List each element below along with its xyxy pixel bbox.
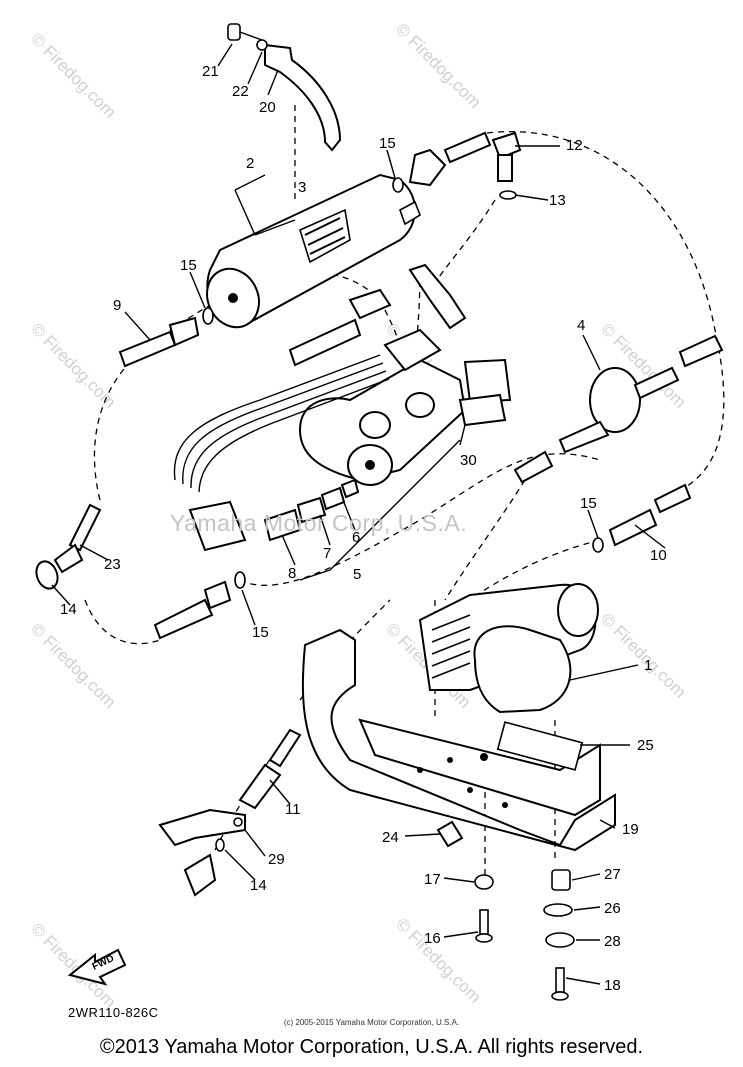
front-arrow-icon: FWD (67, 948, 127, 986)
fitting-23-14 (35, 503, 246, 640)
callout-15-left: 15 (180, 257, 197, 274)
callout-15-top: 15 (379, 135, 396, 152)
callout-2: 2 (246, 155, 254, 172)
callout-19: 19 (622, 821, 639, 838)
callout-labels: 21 22 20 15 12 13 2 3 15 9 4 30 15 10 23… (60, 63, 667, 994)
callout-13: 13 (549, 192, 566, 209)
callout-25: 25 (637, 737, 654, 754)
callout-14-bottom: 14 (250, 877, 267, 894)
callout-20: 20 (259, 99, 276, 116)
callout-11: 11 (285, 801, 301, 818)
fitting-10 (592, 483, 692, 553)
callout-18: 18 (604, 977, 621, 994)
callout-12: 12 (566, 137, 583, 154)
callout-5: 5 (353, 566, 361, 583)
callout-4: 4 (577, 317, 585, 334)
callout-3: 3 (298, 179, 306, 196)
base-bracket-19 (301, 628, 616, 852)
fuel-filter-4 (513, 334, 724, 484)
callout-1: 1 (644, 657, 652, 674)
watermark-10: © Firedog.com (597, 609, 689, 701)
callout-8: 8 (288, 565, 296, 582)
callout-24: 24 (382, 829, 399, 846)
watermark-1: © Firedog.com (27, 29, 119, 121)
hardware-items (436, 820, 575, 1001)
callout-30: 30 (460, 452, 477, 469)
diagram-code: 2WR110-826C (68, 1005, 159, 1020)
ghost-watermark-text: Yamaha Motor Corp, U.S.A. (170, 510, 468, 536)
callout-15-bottom: 15 (252, 624, 269, 641)
fuel-pump-2 (206, 173, 421, 329)
callout-17: 17 (424, 871, 441, 888)
sensor-11-bracket-29 (158, 728, 302, 897)
fittings-top (392, 131, 522, 200)
leader-lines (51, 43, 666, 985)
callout-23: 23 (104, 556, 121, 573)
small-copyright: (c) 2005-2015 Yamaha Motor Corporation, … (283, 1018, 460, 1027)
valve-fittings-5-8 (263, 439, 461, 581)
watermark-5: © Firedog.com (27, 619, 119, 711)
callout-26: 26 (604, 900, 621, 917)
fitting-9 (118, 307, 214, 368)
callout-10: 10 (650, 547, 667, 564)
solenoid-valve-assembly (173, 263, 512, 552)
callout-27: 27 (604, 866, 621, 883)
callout-22: 22 (232, 83, 249, 100)
callout-29: 29 (268, 851, 285, 868)
watermark-8: © Firedog.com (392, 914, 484, 1006)
callout-21: 21 (202, 63, 219, 80)
callout-15-right: 15 (580, 495, 597, 512)
callout-9: 9 (113, 297, 121, 314)
callout-16: 16 (424, 930, 441, 947)
strap-bracket-20 (227, 23, 342, 152)
callout-7: 7 (323, 545, 331, 562)
watermark-2: © Firedog.com (392, 19, 484, 111)
trim-motor-1 (418, 583, 599, 714)
copyright-footer: ©2013 Yamaha Motor Corporation, U.S.A. A… (99, 1036, 644, 1058)
callout-28: 28 (604, 933, 621, 950)
callout-14-left: 14 (60, 601, 77, 618)
callout-6: 6 (352, 529, 360, 546)
